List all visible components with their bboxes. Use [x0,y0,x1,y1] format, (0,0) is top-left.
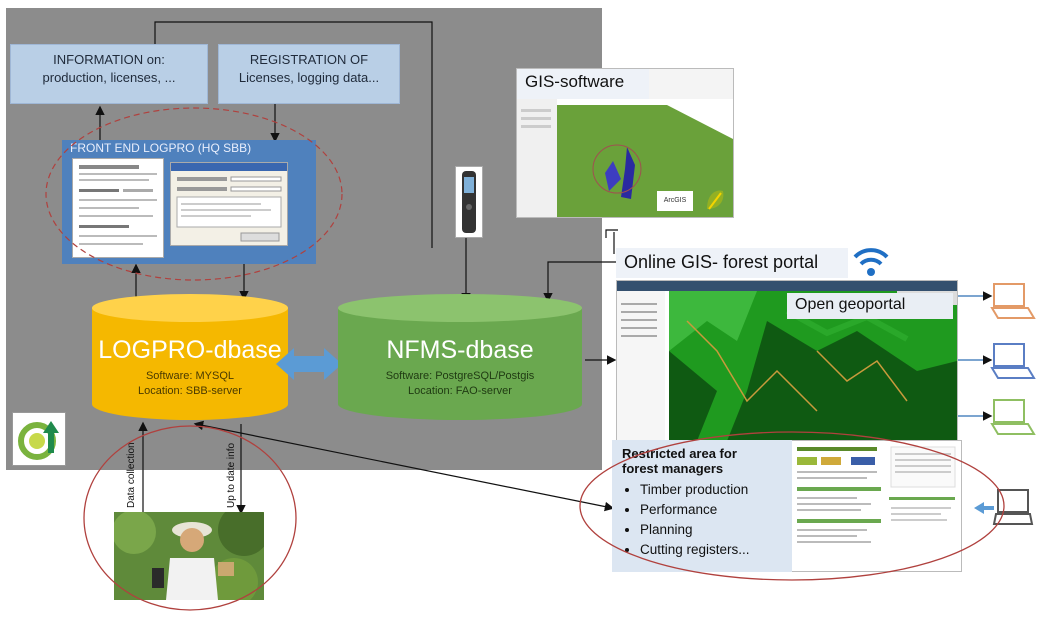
restricted-title-line1: Restricted area for [622,446,737,461]
registration-line2: Licenses, logging data... [238,70,380,85]
logpro-software: Software: MYSQL [145,370,235,382]
restricted-list: Timber production Performance Planning C… [622,480,782,560]
information-line2: production, licenses, ... [42,70,176,85]
frontend-title: FRONT END LOGPRO (HQ SBB) [70,141,252,155]
laptop-icon [990,283,1036,319]
logpro-location: Location: SBB-server [138,385,242,397]
restricted-item: Cutting registers... [640,540,782,560]
field-ellipse [83,425,297,611]
db-sync-double-arrow [276,348,342,380]
arcgis-logo-text: ArcGIS [663,197,687,204]
registration-box: REGISTRATION OF Licenses, logging data..… [218,44,400,104]
information-box: INFORMATION on: production, licenses, ..… [10,44,208,104]
geoportal-screenshot: Open geoportal [616,280,958,442]
laptop-icon [974,489,1034,525]
laptop-icon [990,399,1036,435]
laptop-icon [990,343,1036,379]
restricted-area-box: Restricted area for forest managers Timb… [612,440,792,572]
top-loop-line [154,21,433,248]
qgis-logo-icon [703,187,727,213]
restricted-item: Timber production [640,480,782,500]
open-geoportal-label: Open geoportal [787,293,953,319]
logpro-restricted-arrow [193,420,615,512]
frontend-ellipse [45,107,343,281]
nfms-title: NFMS-dbase [386,336,534,364]
logpro-title: LOGPRO-dbase [98,336,282,364]
gps-device-icon [455,166,483,238]
logpro-dbase-cylinder: LOGPRO-dbase Software: MYSQL Location: S… [90,292,290,424]
gis-software-label: GIS-software [517,69,649,99]
restricted-ellipse [579,431,1005,581]
forest-worker-photo [114,512,264,600]
gis-software-screenshot: GIS-software ArcGIS [516,68,734,218]
frontend-app-screenshot [170,162,288,246]
restricted-item: Planning [640,520,782,540]
online-portal-label: Online GIS- forest portal [616,248,848,278]
restricted-title-line2: forest managers [622,461,724,476]
report-document-screenshot [790,440,962,572]
arcgis-logo-icon: ArcGIS [657,191,693,211]
portal-to-nfms-arrow [543,261,618,303]
information-line1: INFORMATION on: [53,52,165,67]
frontend-panel: FRONT END LOGPRO (HQ SBB) [62,140,316,264]
wifi-icon [852,242,890,278]
nfms-location: Location: FAO-server [408,385,512,397]
registration-line1: REGISTRATION OF [249,52,369,67]
restricted-item: Performance [640,500,782,520]
nfms-software: Software: PostgreSQL/Postgis [385,370,535,382]
frontend-form-screenshot [72,158,164,258]
recycle-logo-icon [12,412,66,466]
nfms-dbase-cylinder: NFMS-dbase Software: PostgreSQL/Postgis … [336,292,584,424]
